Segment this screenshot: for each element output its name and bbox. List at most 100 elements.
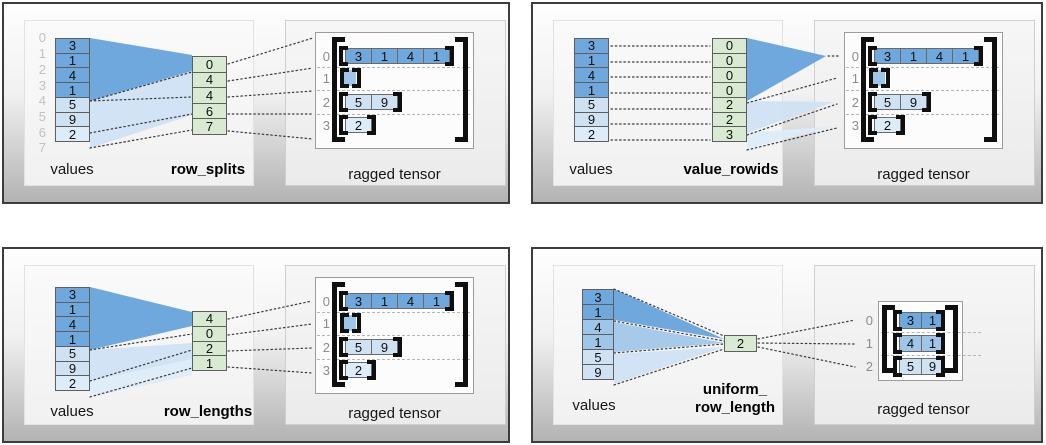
row-bracket-left-icon xyxy=(893,310,902,331)
tensor-row: 2 xyxy=(874,117,901,133)
tensor-cell: 3 xyxy=(899,312,922,329)
row-split-cell: 7 xyxy=(192,118,227,135)
funnel-dark xyxy=(747,38,826,101)
tensor-cell: 5 xyxy=(345,339,372,355)
row-bracket-left-icon xyxy=(893,356,902,377)
value-rowid-cell: 2 xyxy=(712,111,747,128)
row-bracket-left-icon xyxy=(339,291,348,311)
tensor-row-index: 3 xyxy=(322,363,330,378)
uniform-row-length-value: 2 xyxy=(724,335,757,352)
value-cell: 3 xyxy=(582,289,614,305)
row-split-cell: 6 xyxy=(192,102,227,120)
values-label: values xyxy=(569,161,613,178)
value-cell: 2 xyxy=(55,375,90,392)
ragged-tensor-label: ragged tensor xyxy=(877,401,970,418)
row-bracket-left-icon xyxy=(339,46,348,66)
value-cell: 4 xyxy=(55,316,90,333)
empty-row-box xyxy=(344,70,356,86)
tensor-row-index: 0 xyxy=(851,49,859,64)
tensor-row-index: 2 xyxy=(322,95,330,110)
tensor-cell: 2 xyxy=(345,362,372,378)
row-bracket-left-icon xyxy=(339,360,348,380)
row-bracket-right-icon xyxy=(936,333,945,354)
row-bracket-right-icon xyxy=(881,68,890,88)
value-cell: 3 xyxy=(55,287,90,303)
row-bracket-right-icon xyxy=(936,356,945,377)
funnel-lighter xyxy=(90,359,192,397)
funnel-dark xyxy=(90,287,192,350)
value-cell: 1 xyxy=(55,331,90,347)
row-bracket-left-icon xyxy=(868,115,877,135)
ragged-tensor-label: ragged tensor xyxy=(348,166,441,183)
value-cell: 1 xyxy=(582,334,614,350)
uniform-label-line2: row_length xyxy=(694,399,775,416)
row-bracket-left-icon xyxy=(340,68,349,88)
funnel-dark xyxy=(614,289,724,339)
row-bracket-right-icon xyxy=(922,92,931,112)
value-cell: 5 xyxy=(55,96,90,113)
value-cell: 9 xyxy=(55,360,90,377)
value-index-label: 1 xyxy=(38,46,46,62)
uniform-row-length-cell: 2 xyxy=(724,335,757,352)
row-separator xyxy=(317,67,470,68)
row-length-cell: 2 xyxy=(192,340,227,357)
values-label: values xyxy=(50,403,94,420)
tensor-row-index: 3 xyxy=(851,118,859,133)
tensor-cell: 9 xyxy=(900,94,927,110)
value-index-label: 7 xyxy=(38,140,46,156)
value-cell: 1 xyxy=(55,52,90,69)
funnel-light xyxy=(614,347,724,384)
tensor-cell: 5 xyxy=(874,94,901,110)
row-bracket-right-icon xyxy=(393,92,402,112)
tensor-cell: 2 xyxy=(874,117,901,133)
row-separator xyxy=(846,67,999,68)
tensor-cell: 2 xyxy=(345,117,372,133)
row-separator xyxy=(881,355,981,356)
tensor-row: 2 xyxy=(345,362,372,378)
row-bracket-right-icon xyxy=(352,68,361,88)
tensor-row: 2 xyxy=(345,117,372,133)
value-cell: 2 xyxy=(574,126,609,143)
tensor-cell: 9 xyxy=(371,339,398,355)
row-separator xyxy=(317,359,470,360)
tensor-row-index: 3 xyxy=(322,118,330,133)
value-rowid-cell: 0 xyxy=(712,52,747,69)
value-cell: 5 xyxy=(55,345,90,362)
outer-bracket-right-icon xyxy=(455,37,468,142)
row-bracket-right-icon xyxy=(352,313,361,333)
row-separator xyxy=(317,114,470,115)
row-split-cell: 4 xyxy=(192,71,227,89)
tensor-row-index: 1 xyxy=(322,316,330,331)
tensor-cell: 1 xyxy=(900,48,927,64)
outer-bracket-left-icon xyxy=(332,282,345,387)
value-cell: 9 xyxy=(582,364,614,380)
tensor-row-index: 2 xyxy=(851,95,859,110)
empty-row-box xyxy=(344,315,356,331)
tensor-row-index: 1 xyxy=(865,336,873,351)
row-separator xyxy=(846,90,999,91)
value-cell: 1 xyxy=(55,301,90,318)
connector-lines xyxy=(89,37,314,149)
tensor-cell: 1 xyxy=(423,48,450,64)
funnel-dark xyxy=(90,38,192,101)
row-separator xyxy=(881,332,981,333)
row-bracket-right-icon xyxy=(393,337,402,357)
row-bracket-left-icon xyxy=(339,337,348,357)
row-bracket-right-icon xyxy=(367,360,376,380)
tensor-row-index: 1 xyxy=(322,71,330,86)
value-index-label: 6 xyxy=(38,124,46,140)
value-rowid-cell: 0 xyxy=(712,38,747,54)
tensor-row-index: 2 xyxy=(322,340,330,355)
row-bracket-left-icon xyxy=(340,313,349,333)
tensor-cell: 1 xyxy=(423,293,450,309)
